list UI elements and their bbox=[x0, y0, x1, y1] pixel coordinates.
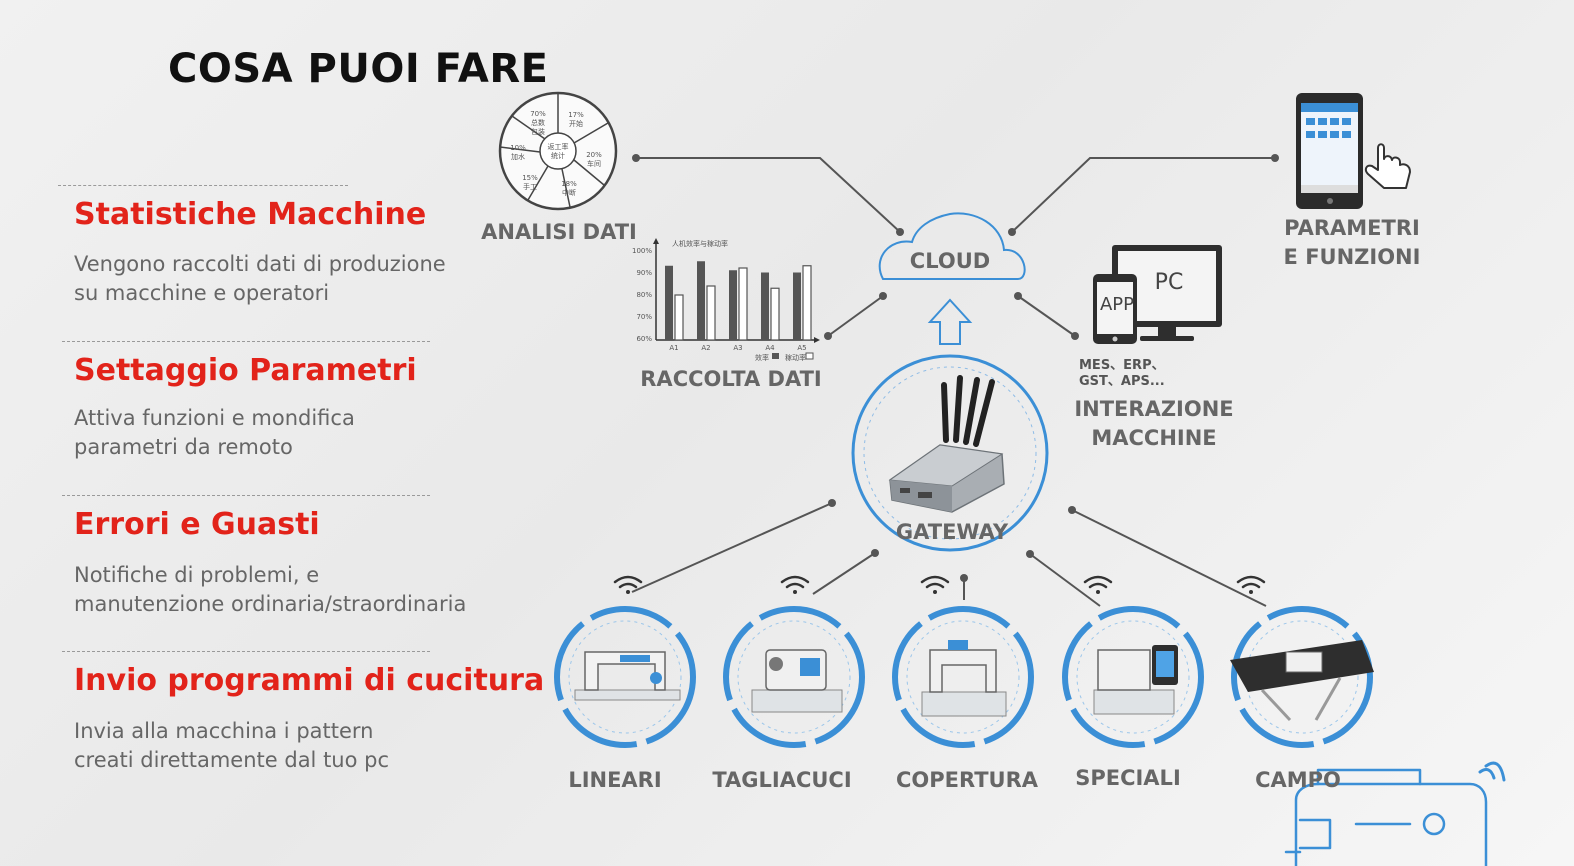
svg-text:17%: 17% bbox=[568, 111, 584, 119]
svg-text:20%: 20% bbox=[586, 151, 602, 159]
wifi-icon bbox=[615, 577, 641, 594]
bars bbox=[665, 261, 811, 340]
up-arrow-icon bbox=[930, 300, 970, 344]
svg-text:10%: 10% bbox=[510, 144, 526, 152]
svg-text:A1: A1 bbox=[669, 344, 678, 352]
svg-text:60%: 60% bbox=[636, 335, 652, 343]
svg-text:A3: A3 bbox=[733, 344, 742, 352]
line-gateway-tagliacuci bbox=[813, 553, 875, 594]
svg-text:70%: 70% bbox=[530, 110, 546, 118]
label-parametri-line: PARAMETRI bbox=[1284, 216, 1420, 240]
machine-campo bbox=[1230, 640, 1374, 720]
bar-dark bbox=[793, 273, 801, 341]
label-interazione: INTERAZIONE MACCHINE bbox=[1074, 395, 1234, 453]
bar-x-labels: A1 A2 A3 A4 A5 bbox=[669, 344, 806, 352]
router-icon bbox=[890, 378, 1004, 512]
bar-chart-title: 人机效率与稼动率 bbox=[672, 239, 728, 248]
svg-text:加水: 加水 bbox=[511, 152, 525, 161]
bar-light bbox=[739, 268, 747, 340]
line-gateway-campo bbox=[1072, 510, 1266, 606]
bar-dark bbox=[729, 270, 737, 340]
svg-text:车间: 车间 bbox=[587, 159, 601, 168]
label-raccolta-dati: RACCOLTA DATI bbox=[636, 365, 826, 394]
label-cloud: CLOUD bbox=[900, 247, 1000, 276]
machine-speciali bbox=[1094, 645, 1178, 714]
svg-text:稼动率: 稼动率 bbox=[785, 353, 806, 362]
svg-text:总数: 总数 bbox=[531, 118, 545, 127]
tablet-icon bbox=[1296, 93, 1363, 209]
svg-text:18%: 18% bbox=[561, 180, 577, 188]
line-interazione-cloud bbox=[1018, 296, 1075, 336]
svg-text:手工: 手工 bbox=[523, 182, 537, 191]
label-mes-line: MES、ERP、 bbox=[1079, 358, 1165, 373]
svg-text:A4: A4 bbox=[765, 344, 775, 352]
bar-y-ticks: 100% 90% 80% 70% 60% bbox=[632, 247, 652, 343]
bar-light bbox=[675, 295, 683, 340]
svg-text:开始: 开始 bbox=[569, 119, 583, 128]
bar-dark bbox=[761, 273, 769, 341]
label-mes-line: GST、APS... bbox=[1079, 374, 1165, 389]
line-analisi-cloud bbox=[636, 158, 900, 232]
label-lineari: LINEARI bbox=[555, 766, 675, 795]
wifi-icon bbox=[922, 577, 948, 594]
hand-pointer-icon bbox=[1366, 144, 1410, 188]
line-parametri-cloud bbox=[1012, 158, 1275, 232]
svg-text:A2: A2 bbox=[701, 344, 710, 352]
label-tagliacuci: TAGLIACUCI bbox=[712, 766, 852, 795]
label-pc: PC bbox=[1146, 268, 1192, 297]
bar-dark bbox=[665, 266, 673, 340]
svg-text:100%: 100% bbox=[632, 247, 652, 255]
label-parametri-line: E FUNZIONI bbox=[1284, 245, 1421, 269]
bar-light bbox=[803, 266, 811, 340]
label-parametri: PARAMETRI E FUNZIONI bbox=[1274, 214, 1430, 272]
wifi-icon bbox=[1238, 577, 1264, 594]
wifi-icons bbox=[615, 577, 1264, 594]
label-speciali: SPECIALI bbox=[1068, 764, 1188, 793]
machine-tagliacuci bbox=[752, 650, 842, 712]
bar-chart-icon: 人机效率与稼动率 100% 90% 80% 70% 60% A1 A2 A3 A4 A5… bbox=[632, 238, 820, 362]
svg-text:70%: 70% bbox=[636, 313, 652, 321]
label-app: APP bbox=[1097, 290, 1137, 319]
label-campo: CAMPO bbox=[1248, 766, 1348, 795]
pie-center-label: 返工率 bbox=[548, 142, 569, 151]
bar-light bbox=[707, 286, 715, 340]
bar-legend: 效率 稼动率 bbox=[755, 353, 813, 362]
label-mes: MES、ERP、 GST、APS... bbox=[1079, 358, 1165, 390]
machine-lineari bbox=[575, 652, 680, 700]
label-analisi-dati: ANALISI DATI bbox=[478, 218, 640, 247]
bar-dark bbox=[697, 261, 705, 340]
svg-text:效率: 效率 bbox=[755, 353, 769, 362]
label-interazione-line: MACCHINE bbox=[1091, 426, 1216, 450]
svg-text:A5: A5 bbox=[797, 344, 806, 352]
svg-text:90%: 90% bbox=[636, 269, 652, 277]
label-interazione-line: INTERAZIONE bbox=[1074, 397, 1233, 421]
line-raccolta-cloud bbox=[828, 296, 883, 336]
wifi-icon bbox=[1085, 577, 1111, 594]
svg-text:统计: 统计 bbox=[551, 151, 565, 160]
bar-light bbox=[771, 288, 779, 340]
svg-text:包装: 包装 bbox=[531, 127, 545, 136]
svg-text:中断: 中断 bbox=[562, 188, 576, 197]
label-copertura: COPERTURA bbox=[892, 766, 1042, 795]
label-gateway: GATEWAY bbox=[890, 518, 1014, 547]
svg-text:15%: 15% bbox=[522, 174, 538, 182]
machine-copertura bbox=[922, 640, 1006, 716]
wifi-icon bbox=[782, 577, 808, 594]
svg-text:80%: 80% bbox=[636, 291, 652, 299]
